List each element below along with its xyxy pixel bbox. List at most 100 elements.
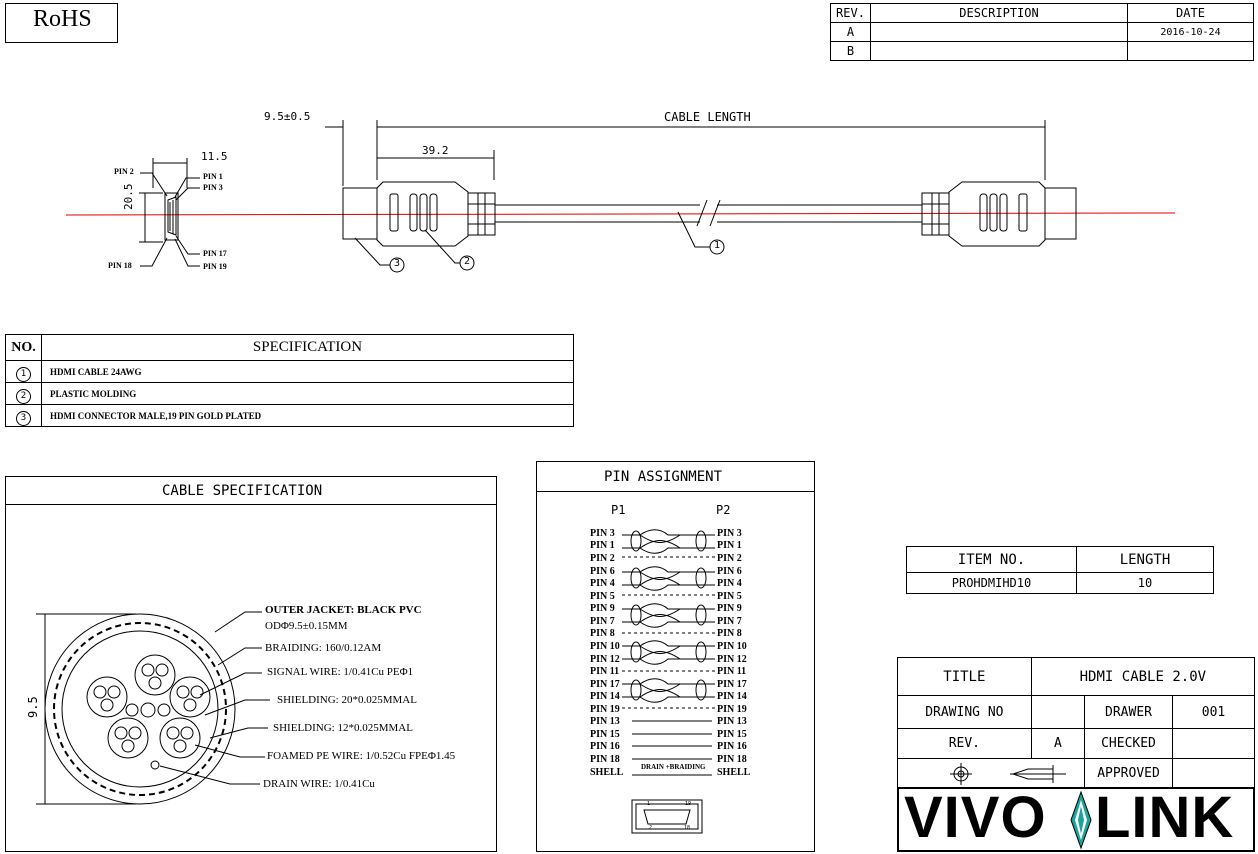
cable-label-od: ODΦ9.5±0.15MM (265, 620, 348, 632)
p1-pin-label: PIN 4 (590, 578, 615, 589)
p1-pin-label: PIN 17 (590, 679, 620, 690)
approved-value (1172, 758, 1255, 789)
logo-box (897, 787, 1255, 852)
p1-pin-label: PIN 6 (590, 566, 615, 577)
p1-pin-label: PIN 12 (590, 654, 620, 665)
rohs-label: RoHS (33, 6, 92, 32)
dim-body: 39.2 (422, 144, 449, 157)
spec-header-spec: SPECIFICATION (41, 334, 574, 361)
item-no-value: PROHDMIHD10 (906, 572, 1077, 594)
p2-pin-label: PIN 4 (717, 578, 742, 589)
length-header: LENGTH (1076, 546, 1214, 573)
title-block: TITLE HDMI CABLE 2.0V DRAWING NO DRAWER … (897, 657, 1256, 789)
cable-label-shielding-20: SHIELDING: 20*0.025MMAL (277, 694, 417, 706)
callouts (354, 211, 725, 273)
p1-pin-label: PIN 3 (590, 528, 615, 539)
length-value: 10 (1076, 572, 1214, 594)
cable-label-signal-wire: SIGNAL WIRE: 1/0.41Cu PEΦ1 (267, 666, 414, 678)
specification-table: NO. SPECIFICATION 1 HDMI CABLE 24AWG 2 P… (5, 334, 574, 427)
spec-no-2: 2 (16, 389, 31, 404)
p2-pin-label: PIN 19 (717, 704, 747, 715)
drawing-no-label: DRAWING NO (897, 695, 1032, 729)
p2-pin-label: PIN 5 (717, 591, 742, 602)
cable-label-foamed-pe: FOAMED PE WIRE: 1/0.52Cu FPEΦ1.45 (267, 750, 456, 762)
cable-label-braiding: BRAIDING: 160/0.12AM (265, 642, 382, 654)
p1-pin-label: PIN 1 (590, 540, 615, 551)
p1-pin-label: PIN 15 (590, 729, 620, 740)
pin-17-label: PIN 17 (203, 249, 227, 258)
logo-link: LINK (1095, 785, 1235, 850)
p2-pin-label: PIN 9 (717, 603, 742, 614)
dim-cable-length: CABLE LENGTH (664, 110, 751, 124)
p2-pin-label: PIN 12 (717, 654, 747, 665)
cable-spec-title: CABLE SPECIFICATION (162, 483, 323, 499)
p2-pin-label: PIN 10 (717, 641, 747, 652)
drawer-value: 001 (1172, 695, 1255, 729)
pin-assignment-title-bar (536, 461, 815, 492)
p1-pin-label: PIN 11 (590, 666, 620, 677)
p1-pin-label: SHELL (590, 767, 624, 778)
dim-head: 9.5±0.5 (264, 110, 311, 123)
callout-3: 3 (394, 258, 401, 269)
p1-pin-label: PIN 14 (590, 691, 620, 702)
spec-row-no: 3 (5, 404, 42, 427)
checked-value (1172, 728, 1255, 759)
p2-pin-label: PIN 14 (717, 691, 747, 702)
item-table: ITEM NO. LENGTH PROHDMIHD10 10 (906, 546, 1214, 594)
cable-dimensions (325, 120, 1046, 186)
p2-pin-label: PIN 17 (717, 679, 747, 690)
p1-pin-label: PIN 5 (590, 591, 615, 602)
pin-1-label: PIN 1 (203, 172, 223, 181)
twisted-pair-4 (622, 640, 715, 672)
p2-pin-label: PIN 18 (717, 754, 747, 765)
p2-pin-label: PIN 3 (717, 528, 742, 539)
pin-3-label: PIN 3 (203, 183, 223, 192)
rohs-box (5, 3, 118, 43)
cable-label-outer-jacket: OUTER JACKET: BLACK PVC (265, 604, 422, 616)
item-no-header: ITEM NO. (906, 546, 1077, 573)
hdmi-connector-icon (631, 799, 703, 834)
rev-value: A (1030, 728, 1086, 759)
conn-pin-1: 1 (647, 801, 651, 807)
p2-pin-label: PIN 1 (717, 540, 742, 551)
callout-2: 2 (464, 256, 471, 267)
spec-no-3: 3 (16, 411, 31, 426)
cable-spec-title-bar (5, 476, 497, 505)
p2-pin-label: PIN 8 (717, 628, 742, 639)
spec-row-text: HDMI CONNECTOR MALE,19 PIN GOLD PLATED (41, 404, 574, 427)
p2-label: P2 (716, 503, 731, 517)
callout-1: 1 (714, 240, 721, 251)
p1-pin-label: PIN 13 (590, 716, 620, 727)
p1-pin-label: PIN 7 (590, 616, 615, 627)
p2-pin-label: SHELL (717, 767, 751, 778)
drawer-label: DRAWER (1084, 695, 1173, 729)
p1-pin-label: PIN 19 (590, 704, 620, 715)
pin-assignment-title: PIN ASSIGNMENT (604, 469, 723, 485)
cable-label-drain-wire: DRAIN WIRE: 1/0.41Cu (263, 778, 375, 790)
p1-pin-label: PIN 9 (590, 603, 615, 614)
p1-pin-label: PIN 18 (590, 754, 620, 765)
pin-2-label: PIN 2 (114, 167, 134, 176)
rev-b-date (1127, 41, 1254, 61)
p2-pin-label: PIN 16 (717, 741, 747, 752)
pin-19-label: PIN 19 (203, 262, 227, 271)
conn-pin-19: 19 (685, 801, 692, 807)
p1-pin-label: PIN 8 (590, 628, 615, 639)
left-connector (342, 181, 496, 247)
twisted-pair-1 (622, 529, 715, 558)
title-value: HDMI CABLE 2.0V (1030, 657, 1256, 696)
dim-width: 11.5 (201, 150, 228, 163)
p2-pin-label: PIN 2 (717, 553, 742, 564)
pin-18-label: PIN 18 (108, 261, 132, 270)
approved-label: APPROVED (1084, 758, 1173, 789)
p1-pin-label: PIN 10 (590, 641, 620, 652)
p1-pin-label: PIN 2 (590, 553, 615, 564)
spec-row-no: 1 (5, 360, 42, 383)
projection-symbol-icon (950, 762, 1066, 785)
conn-pin-2: 2 (649, 825, 653, 831)
twisted-pair-3 (622, 603, 715, 634)
